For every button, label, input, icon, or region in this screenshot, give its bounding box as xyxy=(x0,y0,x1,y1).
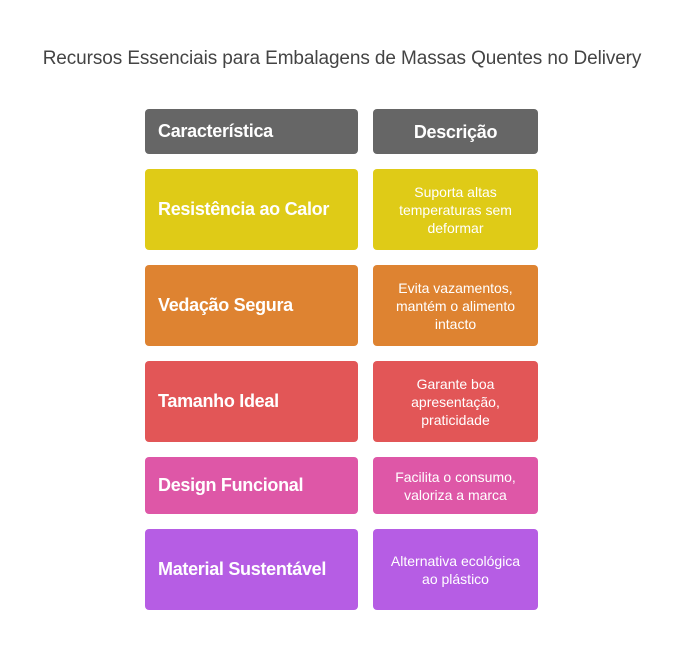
feature-cell-heat-resistance: Resistência ao Calor xyxy=(145,169,358,250)
feature-cell-sustainable-material: Material Sustentável xyxy=(145,529,358,610)
description-cell-functional-design: Facilita o consumo, valoriza a marca xyxy=(373,457,538,514)
feature-cell-functional-design: Design Funcional xyxy=(145,457,358,514)
description-cell-ideal-size: Garante boa apresentação, praticidade xyxy=(373,361,538,442)
description-cell-secure-seal: Evita vazamentos, mantém o alimento inta… xyxy=(373,265,538,346)
feature-cell-ideal-size: Tamanho Ideal xyxy=(145,361,358,442)
description-cell-heat-resistance: Suporta altas temperaturas sem deformar xyxy=(373,169,538,250)
header-feature: Característica xyxy=(145,109,358,154)
feature-cell-secure-seal: Vedação Segura xyxy=(145,265,358,346)
description-cell-sustainable-material: Alternativa ecológica ao plástico xyxy=(373,529,538,610)
header-description: Descrição xyxy=(373,109,538,154)
diagram-title: Recursos Essenciais para Embalagens de M… xyxy=(42,48,642,69)
